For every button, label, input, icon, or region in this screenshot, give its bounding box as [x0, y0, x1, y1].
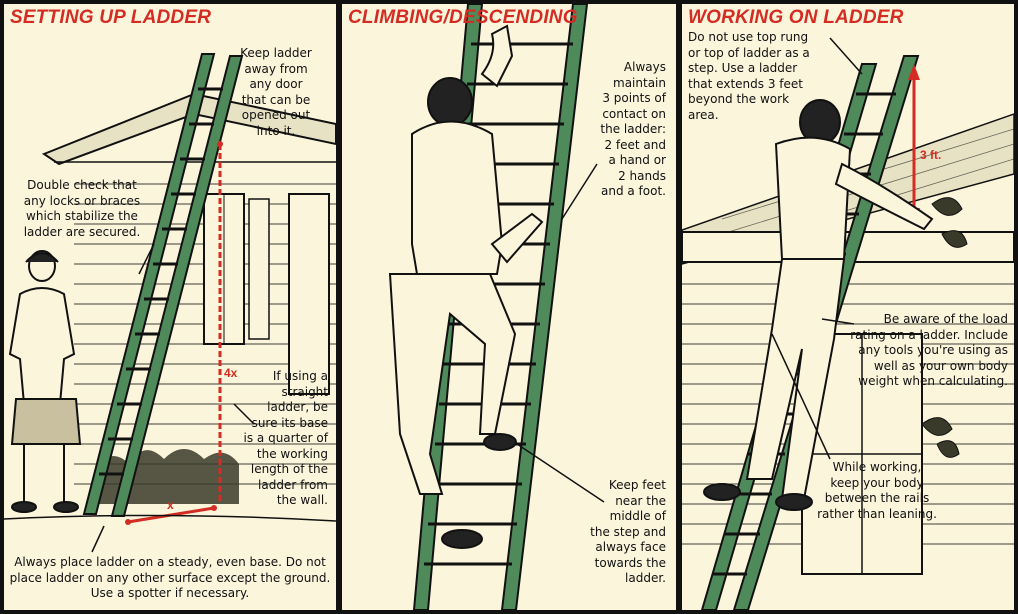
width-label-x: x [167, 498, 174, 512]
height-label-4x: 4x [224, 366, 238, 380]
climbing-illustration [388, 4, 605, 610]
panel-title: SETTING UP LADDER [10, 7, 212, 28]
panel-title: WORKING ON LADDER [688, 7, 904, 28]
panel-title: CLIMBING/DESCENDING [348, 7, 578, 28]
note-base: Always place ladder on a steady, even ba… [9, 555, 331, 600]
working-illustration [682, 37, 1014, 610]
setting-up-illustration [4, 53, 336, 553]
height-label-3ft: 3 ft. [920, 148, 942, 162]
